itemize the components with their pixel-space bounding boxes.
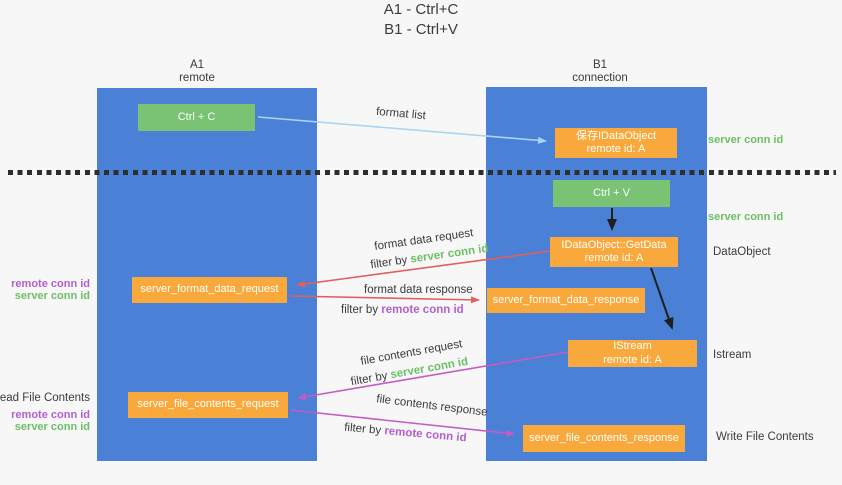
format-list-arrow bbox=[257, 116, 547, 144]
write-file-contents-label: Write File Contents bbox=[716, 431, 814, 443]
dataobject-label: DataObject bbox=[713, 246, 771, 258]
save-idataobject-line2: remote id: A bbox=[586, 143, 646, 155]
server-conn-id-label-right-mid: server conn id bbox=[708, 211, 784, 223]
istream-side-label: Istream bbox=[713, 349, 752, 361]
lifeline-header-a1: A1 remote bbox=[137, 59, 257, 85]
lifeline-header-b1: B1 connection bbox=[540, 59, 660, 85]
remote-conn-id-text: remote conn id bbox=[381, 304, 464, 316]
lifeline-b1-subtitle: connection bbox=[572, 72, 628, 84]
server-format-data-request-box: server_format_data_request bbox=[132, 277, 287, 303]
session-separator-dotted-line bbox=[8, 170, 836, 175]
ctrl-c-label: Ctrl + C bbox=[177, 110, 216, 123]
save-idataobject-box: 保存IDataObject remote id: A bbox=[555, 128, 677, 158]
ctrl-v-box: Ctrl + V bbox=[553, 180, 670, 207]
server-conn-id-label-left-bottom: server conn id bbox=[14, 421, 90, 433]
idataobject-getdata-box: IDataObject::GetData remote id: A bbox=[550, 237, 678, 267]
file-contents-request-arrow bbox=[297, 351, 569, 401]
save-idataobject-line1: 保存IDataObject bbox=[575, 129, 657, 142]
file-contents-response-arrow bbox=[289, 409, 515, 437]
format-data-response-label: format data response bbox=[364, 284, 473, 296]
ctrl-c-box: Ctrl + C bbox=[138, 104, 255, 131]
remote-conn-id-label-left-top: remote conn id bbox=[11, 278, 90, 290]
getdata-to-istream-arrow bbox=[650, 267, 674, 330]
format-data-response-arrow bbox=[289, 295, 480, 304]
server-file-contents-request-label: server_file_contents_request bbox=[137, 398, 279, 411]
lifeline-a1-name: A1 bbox=[189, 59, 205, 71]
istream-box: IStream remote id: A bbox=[568, 340, 697, 367]
lifeline-b1-name: B1 bbox=[592, 59, 608, 71]
idataobject-getdata-line2: remote id: A bbox=[584, 252, 644, 264]
ctrl-v-label: Ctrl + V bbox=[593, 186, 630, 199]
server-format-data-response-label: server_format_data_response bbox=[492, 293, 640, 306]
server-file-contents-response-box: server_file_contents_response bbox=[523, 425, 685, 452]
server-file-contents-request-box: server_file_contents_request bbox=[128, 392, 288, 418]
server-format-data-response-box: server_format_data_response bbox=[487, 288, 645, 313]
server-conn-id-label-right-top: server conn id bbox=[708, 134, 784, 146]
server-conn-id-label-left-top: server conn id bbox=[14, 290, 90, 302]
remote-conn-id-label-left-bottom: remote conn id bbox=[11, 409, 90, 421]
istream-line2: remote id: A bbox=[603, 353, 662, 366]
lifeline-a1-subtitle: remote bbox=[179, 72, 215, 84]
filter-by-text: filter by bbox=[341, 304, 382, 316]
title-line-1: A1 - Ctrl+C bbox=[383, 1, 459, 18]
read-file-contents-label: Read File Contents bbox=[0, 392, 90, 404]
server-format-data-request-label: server_format_data_request bbox=[140, 283, 279, 296]
diagram-title: A1 - Ctrl+C B1 - Ctrl+V bbox=[0, 0, 842, 40]
server-file-contents-response-label: server_file_contents_response bbox=[529, 431, 679, 444]
format-data-response-filter-label: filter by remote conn id bbox=[341, 304, 464, 316]
idataobject-getdata-line1: IDataObject::GetData bbox=[561, 238, 667, 251]
istream-line1: IStream bbox=[613, 340, 652, 352]
title-line-2: B1 - Ctrl+V bbox=[384, 21, 458, 38]
format-data-request-arrow bbox=[296, 250, 551, 288]
